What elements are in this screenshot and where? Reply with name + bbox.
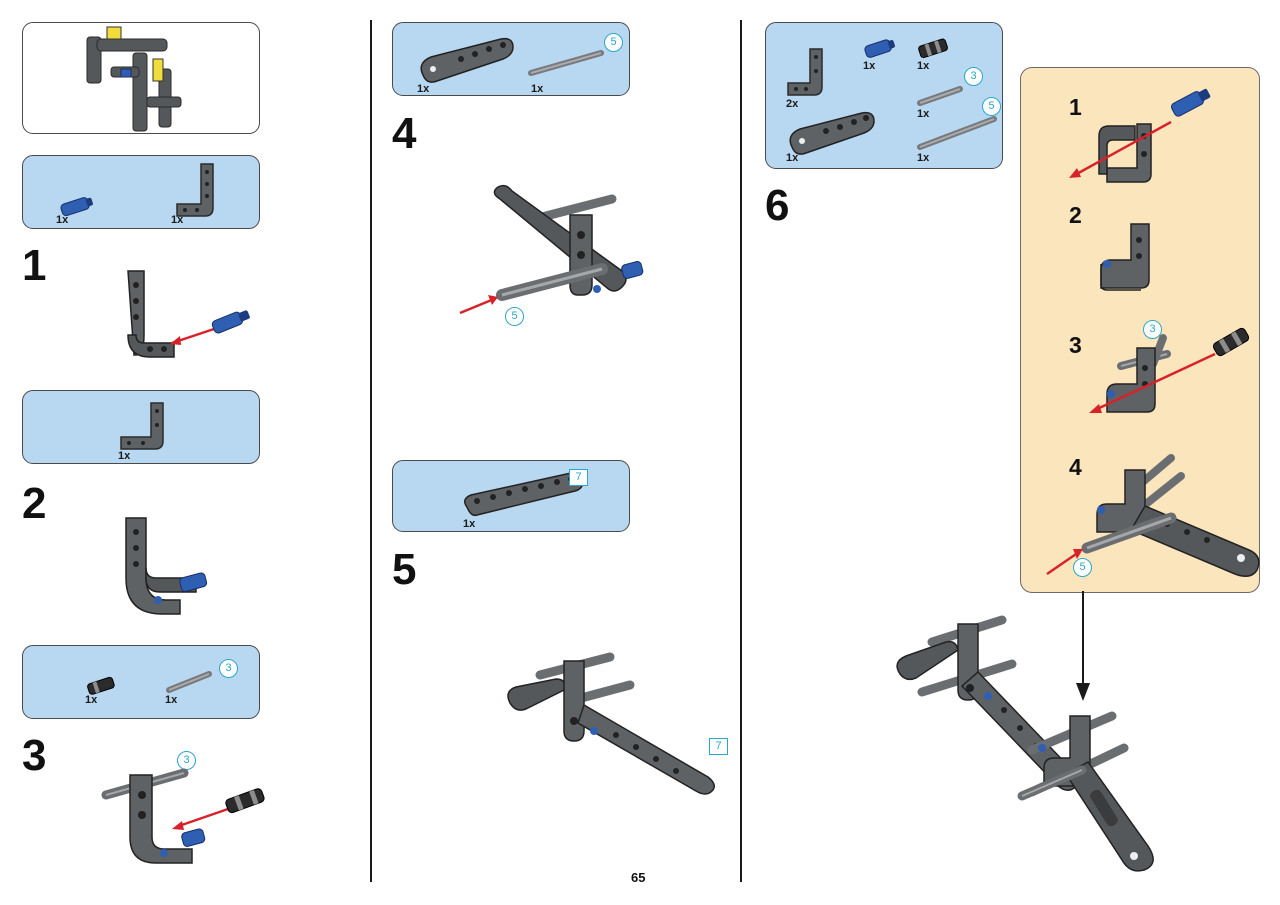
parts-qty: 1x [85, 694, 98, 706]
blue-pin-icon [60, 197, 93, 217]
l-beam-icon [176, 163, 214, 217]
parts-qty: 1x [531, 83, 544, 95]
axle-icon [917, 86, 963, 106]
black-pin-icon [918, 38, 948, 59]
step1-illustration [127, 270, 250, 358]
beam-length-callout: 7 [709, 738, 728, 755]
substep-number: 1 [1069, 94, 1082, 120]
subassembly-panel: 1 2 3 3 4 [1020, 67, 1260, 593]
step5-illustration [507, 652, 715, 795]
liftarm-icon [789, 111, 875, 155]
axle-length-callout: 5 [505, 307, 524, 326]
insert-arrow-icon [1094, 352, 1216, 412]
parts-list-step2: 1x [22, 390, 260, 464]
axle-icon [917, 116, 997, 150]
parts-list-step6: 2x 1x 1x 1x 3 1x 1x 5 [765, 22, 1003, 169]
l-beam-icon [120, 402, 164, 450]
parts-qty: 1x [165, 694, 178, 706]
insert-arrow-icon [1072, 120, 1172, 178]
parts-list-step1: 1x 1x [22, 155, 260, 229]
step-number: 6 [765, 181, 790, 230]
substep-number: 2 [1069, 202, 1082, 228]
axle-icon [528, 50, 604, 76]
assembly-preview-icon [86, 26, 182, 132]
substep-number: 4 [1069, 454, 1082, 480]
column-divider-left [370, 20, 372, 882]
column-divider-right [740, 20, 742, 882]
parts-qty: 1x [786, 152, 799, 164]
axle-length-callout: 5 [982, 97, 1001, 116]
assembly-preview-box [22, 22, 260, 134]
parts-qty: 1x [56, 214, 69, 226]
parts-qty: 1x [863, 60, 876, 72]
step3-illustration [101, 768, 265, 864]
substep1-illustration [1069, 88, 1211, 183]
substep2-illustration [1100, 223, 1150, 291]
parts-qty: 2x [786, 98, 799, 110]
axle-length-callout: 5 [1073, 558, 1092, 577]
substep4-illustration [1046, 454, 1260, 577]
blue-pin-icon [864, 39, 895, 58]
insert-arrow-icon [175, 807, 229, 829]
parts-list-step4: 1x 1x 5 [392, 22, 630, 96]
liftarm-icon [420, 37, 514, 83]
insert-arrow-icon [459, 297, 495, 315]
axle-length-callout: 3 [1143, 320, 1162, 339]
axle-length-callout: 3 [964, 67, 983, 86]
parts-qty: 1x [463, 518, 476, 530]
page-number: 65 [631, 870, 646, 885]
parts-qty: 1x [417, 83, 430, 95]
step4-illustration [459, 184, 644, 315]
parts-qty: 1x [118, 450, 131, 462]
step-number: 1 [22, 241, 47, 290]
l-beam-icon [787, 48, 823, 96]
axle-icon [166, 671, 212, 693]
beam-length-callout: 7 [569, 469, 588, 486]
axle-length-callout: 3 [219, 659, 238, 678]
parts-list-step3: 1x 1x 3 [22, 645, 260, 719]
axle-length-callout: 5 [604, 33, 623, 52]
parts-qty: 1x [917, 108, 930, 120]
step-number: 2 [22, 479, 47, 528]
step-number: 3 [22, 731, 47, 780]
down-arrow-icon [1076, 591, 1090, 701]
parts-qty: 1x [917, 152, 930, 164]
step-number: 5 [392, 545, 417, 594]
parts-qty: 1x [917, 60, 930, 72]
step-number: 4 [392, 109, 417, 158]
substep3-illustration [1089, 327, 1250, 413]
insert-arrow-icon [1046, 550, 1080, 576]
parts-qty: 1x [171, 214, 184, 226]
step6-illustration [896, 615, 1154, 872]
black-pin-icon [87, 676, 115, 695]
step2-illustration [125, 517, 208, 615]
parts-list-step5: 1x 7 [392, 460, 630, 532]
substep-number: 3 [1069, 332, 1082, 358]
